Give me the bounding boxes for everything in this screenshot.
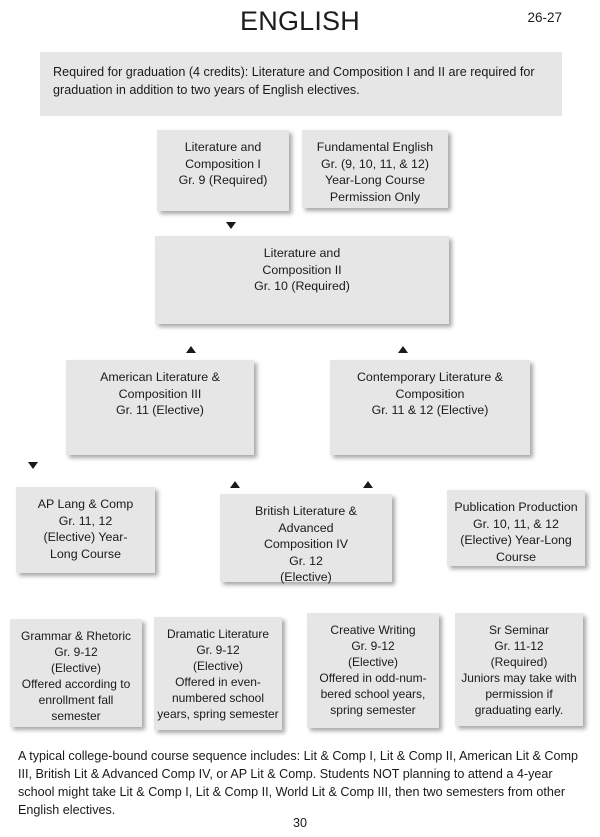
graduation-requirement-text: Required for graduation (4 credits): Lit… xyxy=(53,65,535,97)
course-box-text: AP Lang & Comp Gr. 11, 12 (Elective) Yea… xyxy=(37,497,134,561)
arrow-down-lit-comp-1-to-2 xyxy=(226,222,236,229)
course-box-text: Publication Production Gr. 10, 11, & 12 … xyxy=(454,500,578,564)
arrow-down-to-ap-lang xyxy=(28,462,38,469)
arrow-up-to-american-lit xyxy=(186,346,196,353)
course-box-text: Sr Seminar Gr. 11-12 (Required) Juniors … xyxy=(461,623,577,717)
course-box-british-lit-adv-comp-4[interactable]: British Literature & Advanced Compositio… xyxy=(220,494,392,584)
course-box-contemporary-lit-comp[interactable]: Contemporary Literature & Composition Gr… xyxy=(330,360,530,455)
course-box-text: Fundamental English Gr. (9, 10, 11, & 12… xyxy=(316,140,434,204)
course-box-creative-writing[interactable]: Creative Writing Gr. 9-12 (Elective) Off… xyxy=(307,613,439,728)
school-year-label: 26-27 xyxy=(527,10,562,25)
course-box-lit-comp-2[interactable]: Literature and Composition II Gr. 10 (Re… xyxy=(155,236,449,324)
course-box-text: Grammar & Rhetoric Gr. 9-12 (Elective) O… xyxy=(20,629,132,723)
course-box-text: Contemporary Literature & Composition Gr… xyxy=(356,370,503,417)
course-box-ap-lang-comp[interactable]: AP Lang & Comp Gr. 11, 12 (Elective) Yea… xyxy=(16,487,155,573)
course-box-text: Dramatic Literature Gr. 9-12 (Elective) … xyxy=(157,627,279,721)
course-box-dramatic-literature[interactable]: Dramatic Literature Gr. 9-12 (Elective) … xyxy=(154,617,282,730)
course-box-sr-seminar[interactable]: Sr Seminar Gr. 11-12 (Required) Juniors … xyxy=(455,613,583,726)
course-box-text: Literature and Composition II Gr. 10 (Re… xyxy=(254,246,350,293)
course-box-lit-comp-1[interactable]: Literature and Composition I Gr. 9 (Requ… xyxy=(157,130,289,211)
page-title: ENGLISH xyxy=(240,6,360,36)
course-sequence-note: A typical college-bound course sequence … xyxy=(18,749,579,817)
arrow-up-left-to-british-lit xyxy=(230,481,240,488)
arrow-up-right-to-british-lit xyxy=(363,481,373,488)
course-box-text: British Literature & Advanced Compositio… xyxy=(255,504,357,584)
course-box-publication-production[interactable]: Publication Production Gr. 10, 11, & 12 … xyxy=(447,490,585,566)
graduation-requirement-box: Required for graduation (4 credits): Lit… xyxy=(40,52,562,116)
course-box-text: Creative Writing Gr. 9-12 (Elective) Off… xyxy=(319,623,427,717)
arrow-up-to-contemporary-lit xyxy=(398,346,408,353)
course-box-text: American Literature & Composition III Gr… xyxy=(100,370,220,417)
course-box-grammar-rhetoric[interactable]: Grammar & Rhetoric Gr. 9-12 (Elective) O… xyxy=(10,619,142,727)
page-number: 30 xyxy=(292,816,307,830)
course-box-fundamental-english[interactable]: Fundamental English Gr. (9, 10, 11, & 12… xyxy=(302,130,448,208)
course-box-american-lit-comp-3[interactable]: American Literature & Composition III Gr… xyxy=(66,360,254,455)
course-box-text: Literature and Composition I Gr. 9 (Requ… xyxy=(178,140,268,187)
